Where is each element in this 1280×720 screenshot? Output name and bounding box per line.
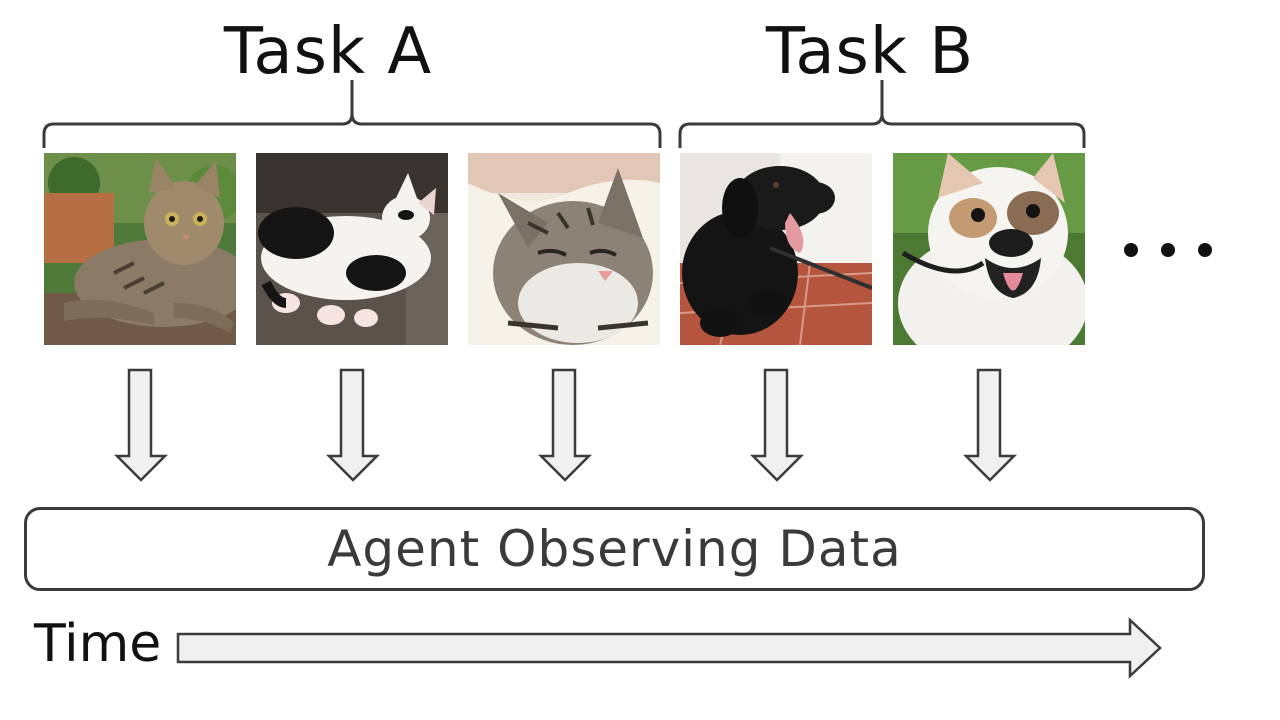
task-a-label: Task A [223,15,433,89]
cat-image-2 [256,153,448,345]
agent-box: Agent Observing Data [24,507,1205,591]
agent-label: Agent Observing Data [327,520,902,578]
task-b-label: Task B [765,15,975,89]
down-arrow-2 [326,368,380,482]
task-a-bracket [42,80,662,148]
task-b-bracket [678,80,1086,148]
down-arrow-5 [963,368,1017,482]
down-arrow-3 [538,368,592,482]
time-label: Time [34,614,162,674]
time-arrow [176,617,1162,679]
more-ellipsis [1124,243,1212,257]
down-arrow-1 [114,368,168,482]
cat-image-3 [468,153,660,345]
dog-image-1 [680,153,872,345]
dog-image-2 [893,153,1085,345]
down-arrow-4 [750,368,804,482]
cat-image-1 [44,153,236,345]
